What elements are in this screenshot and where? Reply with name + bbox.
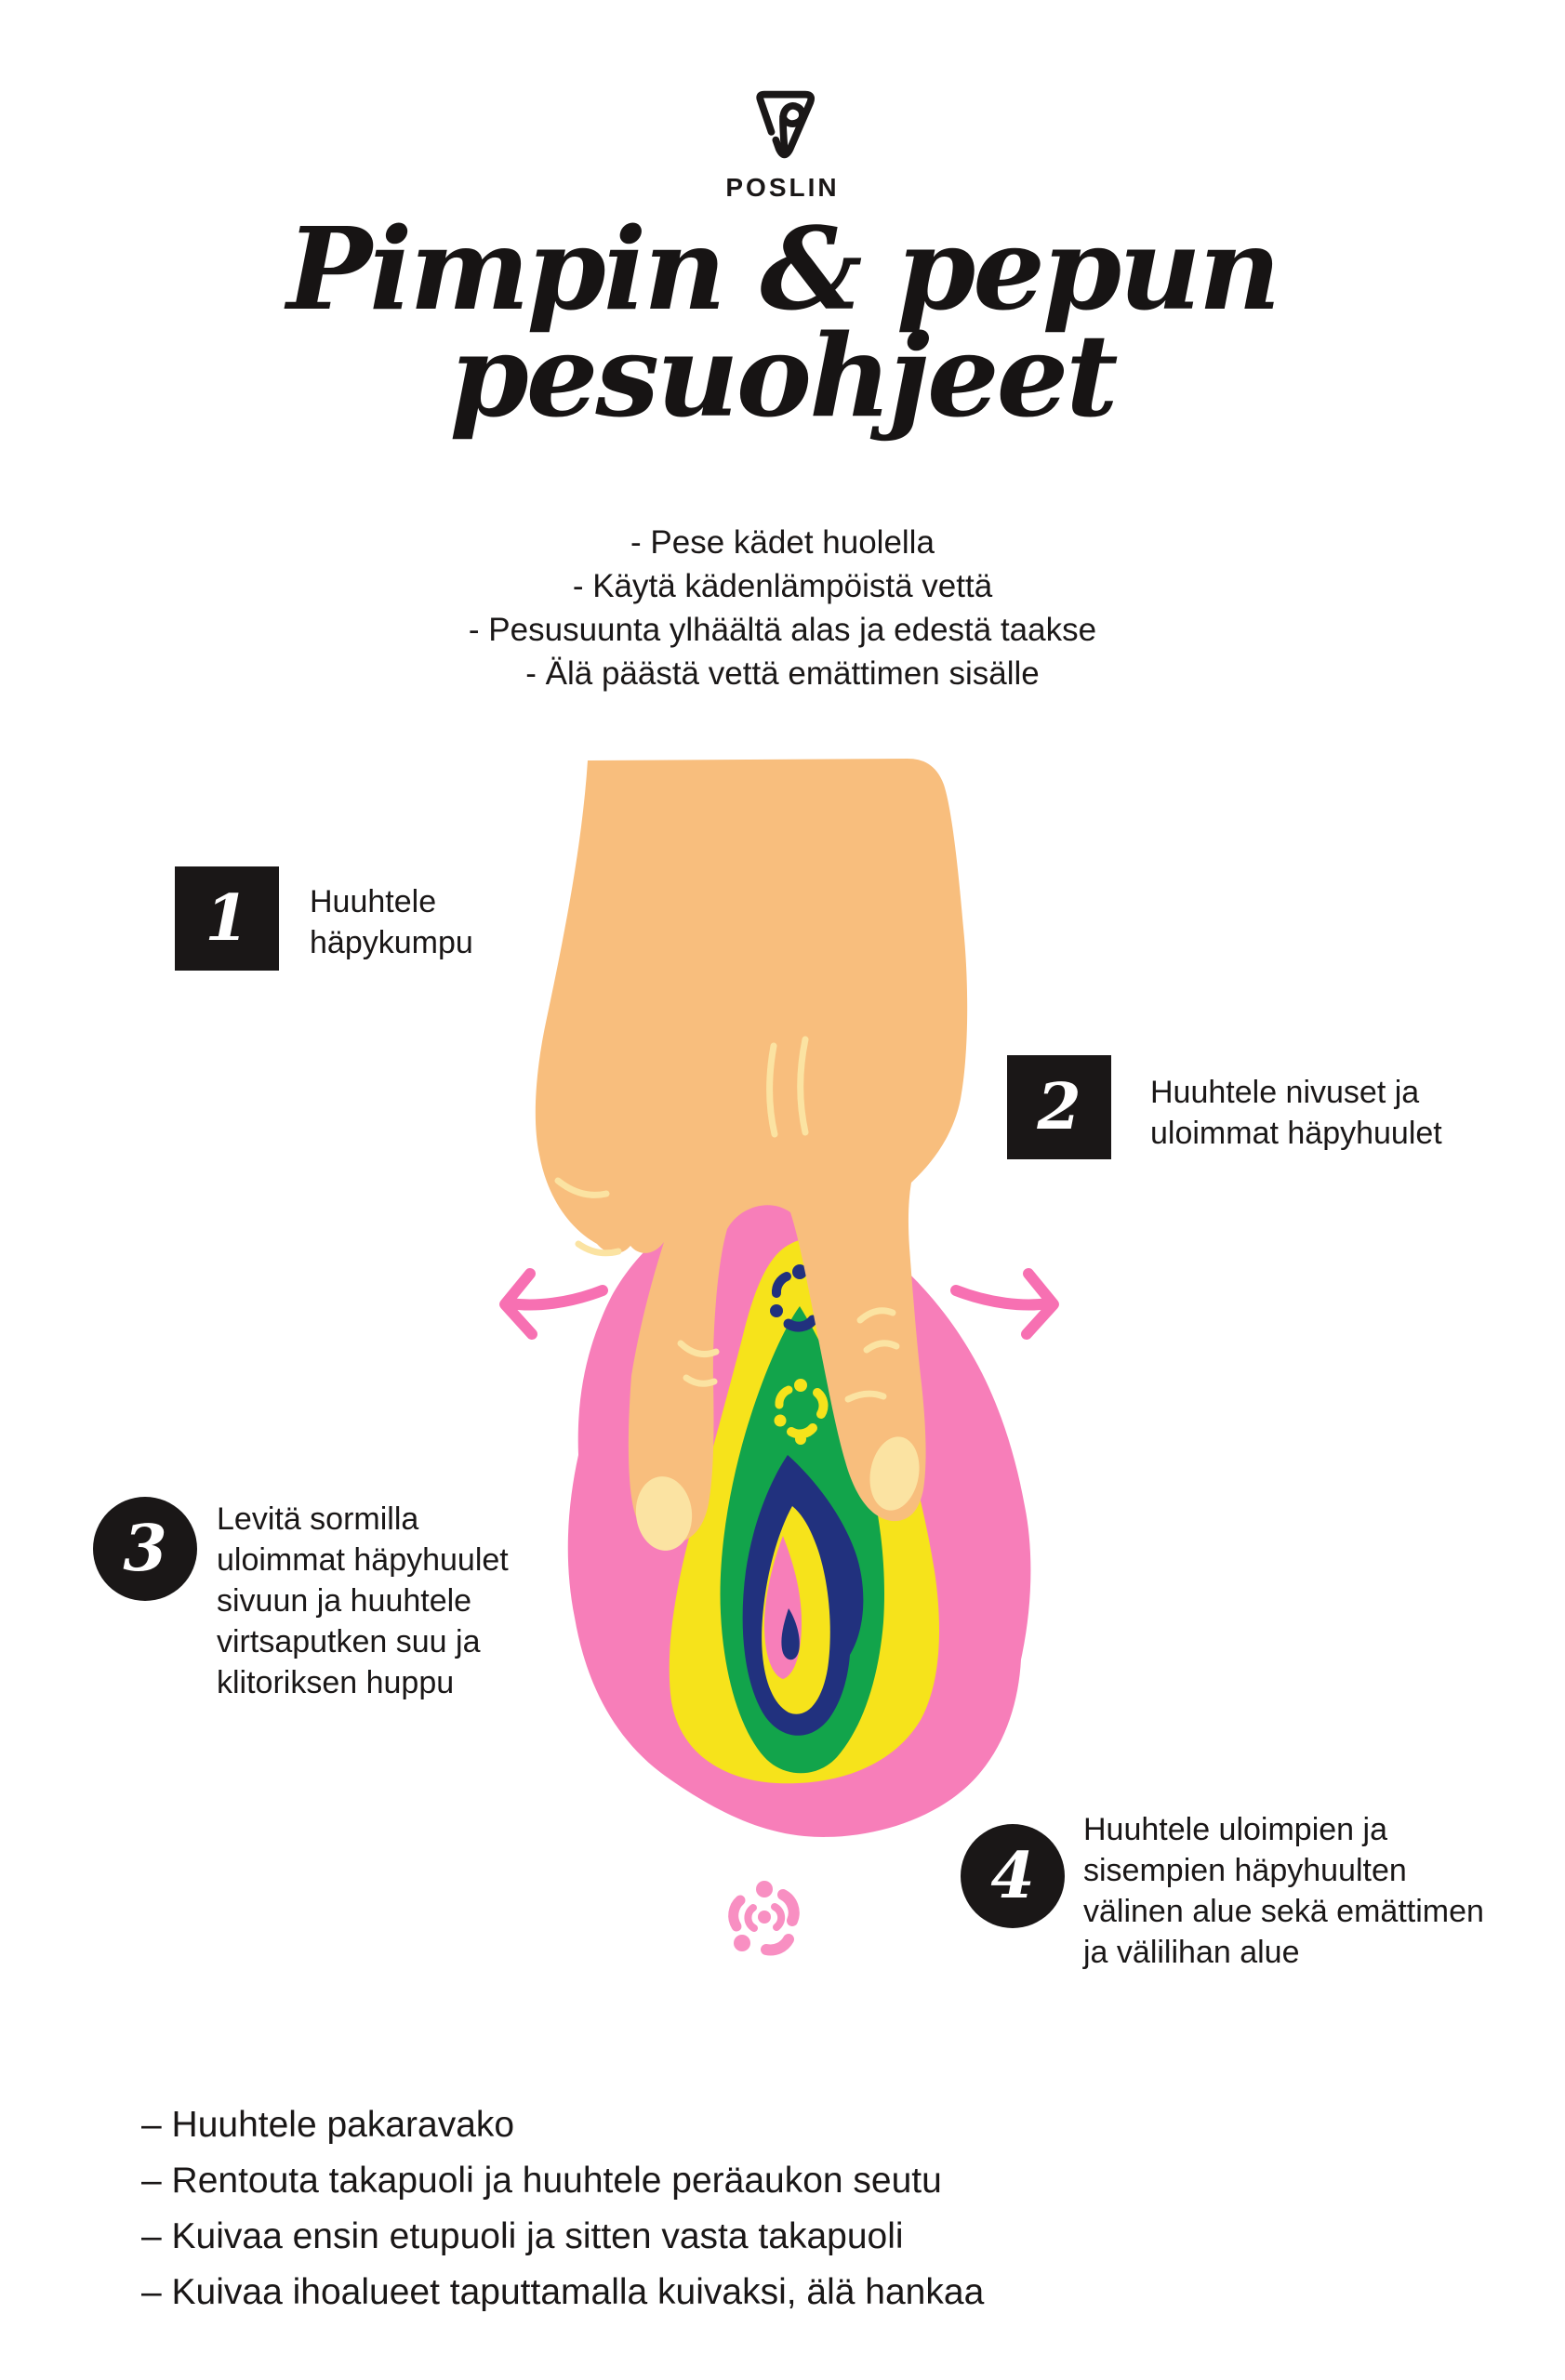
knuckle-creases [554,1036,900,1403]
step-2-badge: 2 [1007,1055,1111,1159]
index-fingernail [869,1436,920,1511]
footer-item: – Rentouta takapuoli ja huuhtele peräauk… [141,2161,942,2201]
step-1-badge: 1 [175,866,279,971]
hand-shape [535,759,968,1543]
step-4-line: sisempien häpyhuulten [1083,1853,1407,1888]
step-3-line: virtsaputken suu ja [217,1624,481,1659]
vulva-washing-illustration [499,759,1059,1956]
anus-flower-icon [728,1881,800,1956]
poslin-logo-icon [756,90,816,159]
intro-item: - Älä päästä vettä emättimen sisälle [525,655,1040,692]
step-1-label: Huuhtele häpykumpu [310,881,473,963]
hand [535,759,968,1551]
step-2-number: 2 [1037,1070,1081,1144]
intro-item: - Pesusuunta ylhäältä alas ja edestä taa… [468,612,1097,648]
step-1-number: 1 [205,881,249,956]
logo-p-swirl [779,102,806,157]
step-4-line: Huuhtele uloimpien ja [1083,1812,1387,1847]
footer-item: – Kuivaa ihoalueet taputtamalla kuivaksi… [141,2272,985,2312]
step-4-label: Huuhtele uloimpien ja sisempien häpyhuul… [1083,1809,1484,1973]
intro-list: - Pese kädet huolella - Käytä kädenlämpö… [0,521,1565,695]
step-3-line: uloimmat häpyhuulet [217,1542,509,1578]
step-3-label: Levitä sormilla uloimmat häpyhuulet sivu… [217,1499,509,1703]
middle-fingernail [635,1476,693,1551]
step-3-line: Levitä sormilla [217,1501,419,1537]
step-4-number: 4 [990,1839,1035,1913]
step-2-line: uloimmat häpyhuulet [1150,1116,1442,1151]
spread-arrow-left-icon [499,1268,608,1340]
step-3-badge: 3 [93,1497,197,1601]
step-3-number: 3 [123,1512,167,1586]
title-line-2: pesuohjeet [449,309,1118,443]
step-3-line: klitoriksen huppu [217,1665,455,1700]
step-2-label: Huuhtele nivuset ja uloimmat häpyhuulet [1150,1072,1442,1154]
step-4-line: ja välilihan alue [1083,1935,1300,1970]
step-2-line: Huuhtele nivuset ja [1150,1075,1420,1110]
footer-item: – Kuivaa ensin etupuoli ja sitten vasta … [141,2216,904,2256]
step-3-line: sivuun ja huuhtele [217,1583,472,1619]
footer-item: – Huuhtele pakaravako [141,2105,515,2145]
urethra-motif-yellow-icon [774,1379,829,1445]
footer-list: – Huuhtele pakaravako – Rentouta takapuo… [141,2097,1257,2320]
step-1-line: häpykumpu [310,925,473,960]
step-4-badge: 4 [961,1824,1065,1928]
page-title: Pimpin & pepun pesuohjeet [0,212,1565,432]
step-1-line: Huuhtele [310,884,437,919]
brand-wordmark: POSLIN [725,173,840,202]
intro-item: - Käytä kädenlämpöistä vettä [572,568,993,604]
title-line-1: Pimpin & pepun [286,202,1280,336]
navy-droplet [781,1608,800,1660]
intro-item: - Pese kädet huolella [630,524,935,561]
spread-arrow-right-icon [950,1268,1059,1340]
step-4-line: välinen alue sekä emättimen [1083,1894,1484,1929]
